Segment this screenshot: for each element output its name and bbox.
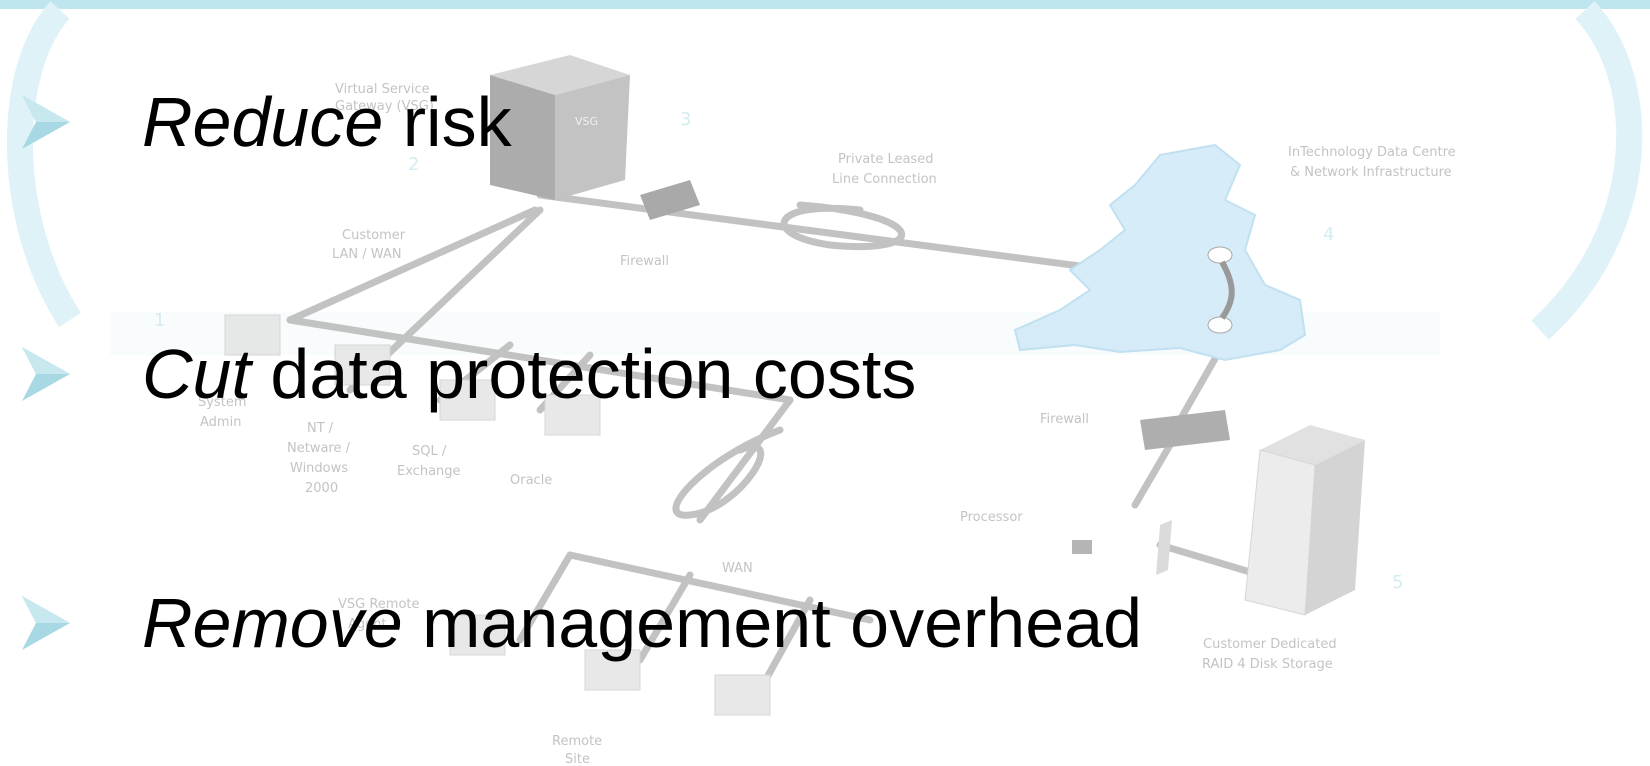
datacentre-label-line1: InTechnology Data Centre [1288,145,1456,160]
oracle-label: Oracle [510,473,552,488]
arrow-bullet-icon [22,596,70,650]
processor-rack [1156,520,1172,575]
vsg-label-line1: Virtual Service [335,82,430,97]
bullet-item: Remove management overhead [22,583,1142,663]
wan-label: WAN [722,561,753,576]
bullet-verb: Remove [142,584,403,662]
svg-text:VSG: VSG [575,115,598,128]
leased-line-label-line1: Private Leased [838,152,933,167]
step-number-1: 1 [154,310,165,331]
processor-shape [1072,540,1092,554]
bullet-verb: Reduce [142,83,384,161]
step-number-2: 2 [408,154,419,175]
firewall-top-shape [640,180,700,220]
step-number-4: 4 [1323,224,1334,245]
sysadmin-label-line2: Admin [200,415,241,430]
vsg-remote-label-line2: Agent [348,617,386,632]
firewall-right-label: Firewall [1040,412,1089,427]
bullet-text: Remove management overhead [142,583,1142,663]
raid-label-line1: Customer Dedicated [1203,637,1337,652]
step-number-5: 5 [1392,572,1403,593]
raid-label-line2: RAID 4 Disk Storage [1202,657,1333,672]
lan-label-line1: Customer [342,228,406,243]
remote-site-label-line1: Remote [552,734,602,749]
leased-line-label-line2: Line Connection [832,172,937,187]
datacentre-label-line2: & Network Infrastructure [1290,165,1452,180]
arrow-bullet-icon [22,95,70,149]
arrow-bullet-icon [22,347,70,401]
firewall-top-label: Firewall [620,254,669,269]
nt-label-line4: 2000 [305,481,338,496]
bullet-text: Reduce risk [142,82,512,162]
raid-storage [1244,425,1365,616]
nt-label-line1: NT / [307,421,334,436]
nt-label-line2: Netware / [287,441,351,456]
sysadmin-label-line1: System [198,395,246,410]
vsg-server: VSG [490,55,630,200]
processor-label: Processor [960,510,1023,525]
firewall-right-shape [1140,410,1230,450]
bullet-verb: Cut [142,335,251,413]
uk-map [1013,143,1307,362]
bullet-rest: data protection costs [250,335,917,413]
bullet-rest: management overhead [402,584,1143,662]
nt-label-line3: Windows [290,461,348,476]
sql-label-line2: Exchange [397,464,461,479]
bullet-item: Reduce risk [22,82,512,162]
bullet-rest: risk [383,83,512,161]
workstations [224,314,771,716]
bullet-text: Cut data protection costs [142,334,916,414]
vsg-label-line2: Gateway (VSG) [335,99,434,114]
step-number-3: 3 [680,109,691,130]
remote-site-label-line2: Site [565,752,590,766]
vsg-remote-label-line1: VSG Remote [338,597,420,612]
lan-label-line2: LAN / WAN [332,247,402,262]
network-diagram: VSG Vir [154,55,1456,766]
sql-label-line1: SQL / [412,444,447,459]
bullet-item: Cut data protection costs [22,334,916,414]
